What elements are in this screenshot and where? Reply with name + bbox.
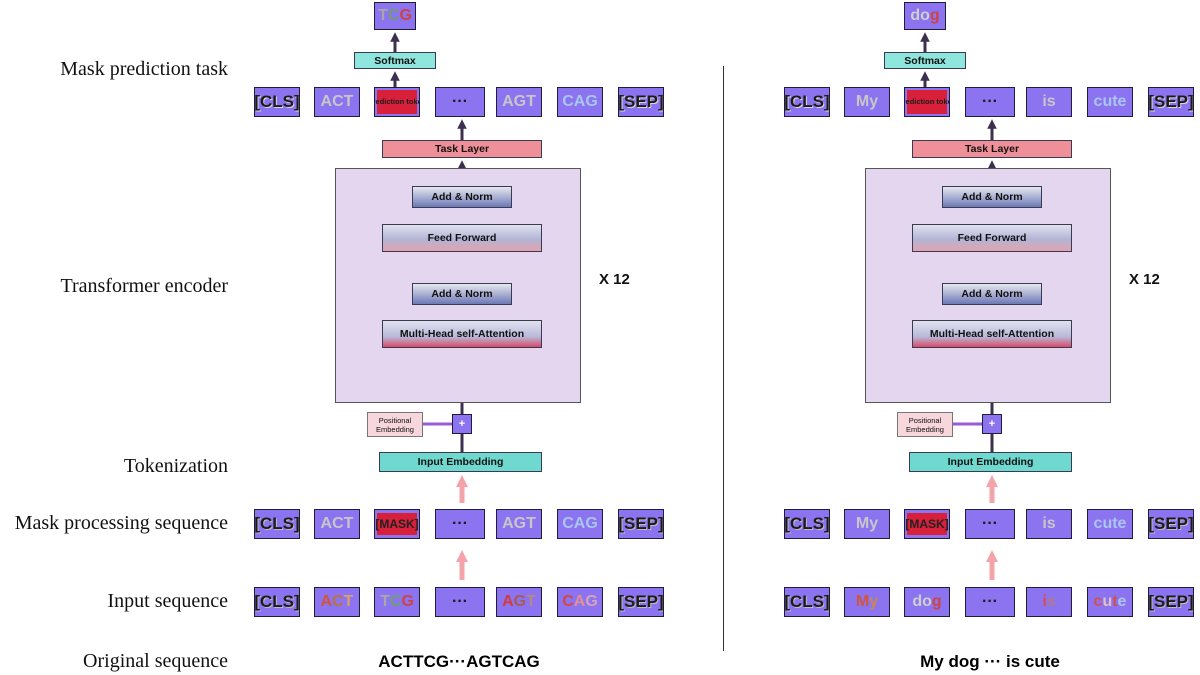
dna-prediction-token-label: Prediction token — [375, 90, 419, 114]
text-pred-token-is: is — [1026, 87, 1072, 117]
label-input-sequence: Input sequence — [107, 590, 228, 612]
panel-divider — [723, 66, 724, 651]
text-prediction-token-label: Prediction token — [905, 90, 949, 114]
dna-add-norm-lower: Add & Norm — [412, 283, 512, 305]
label-mask-prediction-task: Mask prediction task — [60, 58, 228, 80]
text-task-layer: Task Layer — [912, 140, 1072, 158]
text-input-token-cls: [CLS] — [784, 587, 830, 617]
text-multi-head-attention: Multi-Head self-Attention — [912, 320, 1072, 348]
text-input-token-ellipsis: ··· — [965, 587, 1015, 617]
text-original-sequence: My dog ··· is cute — [920, 652, 1060, 671]
text-pred-token-ellipsis: ··· — [965, 87, 1015, 117]
dna-pred-token-act: ACT — [314, 87, 360, 117]
dna-plus-icon: + — [452, 414, 472, 434]
dna-mask-token-ellipsis: ··· — [435, 509, 485, 539]
text-mask-label: [MASK] — [905, 513, 949, 535]
text-mask-token-ellipsis: ··· — [965, 509, 1015, 539]
dna-add-norm-upper: Add & Norm — [412, 186, 512, 208]
text-pred-token-cls: [CLS] — [784, 87, 830, 117]
dna-mask-token-cls: [CLS] — [254, 509, 300, 539]
dna-pred-token-cls: [CLS] — [254, 87, 300, 117]
text-softmax-block: Softmax — [884, 52, 966, 69]
dna-feed-forward: Feed Forward — [382, 224, 542, 252]
dna-mask-token-sep: [SEP] — [618, 509, 664, 539]
text-mask-token-cls: [CLS] — [784, 509, 830, 539]
label-original-sequence: Original sequence — [83, 650, 228, 672]
dna-repeat-label: X 12 — [599, 271, 630, 288]
text-mask-token-mask: [MASK] — [904, 509, 950, 539]
dna-multi-head-attention: Multi-Head self-Attention — [382, 320, 542, 348]
text-feed-forward: Feed Forward — [912, 224, 1072, 252]
text-mask-token-is: is — [1026, 509, 1072, 539]
text-pred-token-cute: cute — [1087, 87, 1133, 117]
dna-pred-token-prediction: Prediction token — [374, 87, 420, 117]
text-pred-token-my: My — [844, 87, 890, 117]
text-input-token-sep: [SEP] — [1148, 587, 1194, 617]
text-pred-token-sep: [SEP] — [1148, 87, 1194, 117]
dna-pred-token-sep: [SEP] — [618, 87, 664, 117]
label-tokenization: Tokenization — [123, 455, 228, 477]
dna-mask-token-cag: CAG — [557, 509, 603, 539]
text-positional-embedding: Positional Embedding — [897, 412, 953, 437]
text-mask-token-cute: cute — [1087, 509, 1133, 539]
dna-softmax-block: Softmax — [354, 52, 436, 69]
dna-mask-label: [MASK] — [375, 513, 419, 535]
text-repeat-label: X 12 — [1129, 271, 1160, 288]
label-transformer-encoder: Transformer encoder — [60, 275, 228, 297]
dna-pred-token-ellipsis: ··· — [435, 87, 485, 117]
text-pred-token-prediction: Prediction token — [904, 87, 950, 117]
dna-task-layer: Task Layer — [382, 140, 542, 158]
text-input-embedding: Input Embedding — [909, 452, 1072, 472]
dna-input-token-sep: [SEP] — [618, 587, 664, 617]
dna-input-embedding: Input Embedding — [379, 452, 542, 472]
dna-pred-token-agt: AGT — [496, 87, 542, 117]
text-mask-token-sep: [SEP] — [1148, 509, 1194, 539]
text-mask-token-my: My — [844, 509, 890, 539]
dna-original-sequence: ACTTCG···AGTCAG — [378, 652, 540, 671]
dna-mask-token-mask: [MASK] — [374, 509, 420, 539]
text-add-norm-upper: Add & Norm — [942, 186, 1042, 208]
text-plus-icon: + — [982, 414, 1002, 434]
text-add-norm-lower: Add & Norm — [942, 283, 1042, 305]
dna-mask-token-agt: AGT — [496, 509, 542, 539]
dna-input-token-ellipsis: ··· — [435, 587, 485, 617]
dna-mask-token-act: ACT — [314, 509, 360, 539]
label-mask-processing-sequence: Mask processing sequence — [14, 512, 228, 534]
dna-input-token-cls: [CLS] — [254, 587, 300, 617]
dna-pred-token-cag: CAG — [557, 87, 603, 117]
dna-positional-embedding: Positional Embedding — [367, 412, 423, 437]
